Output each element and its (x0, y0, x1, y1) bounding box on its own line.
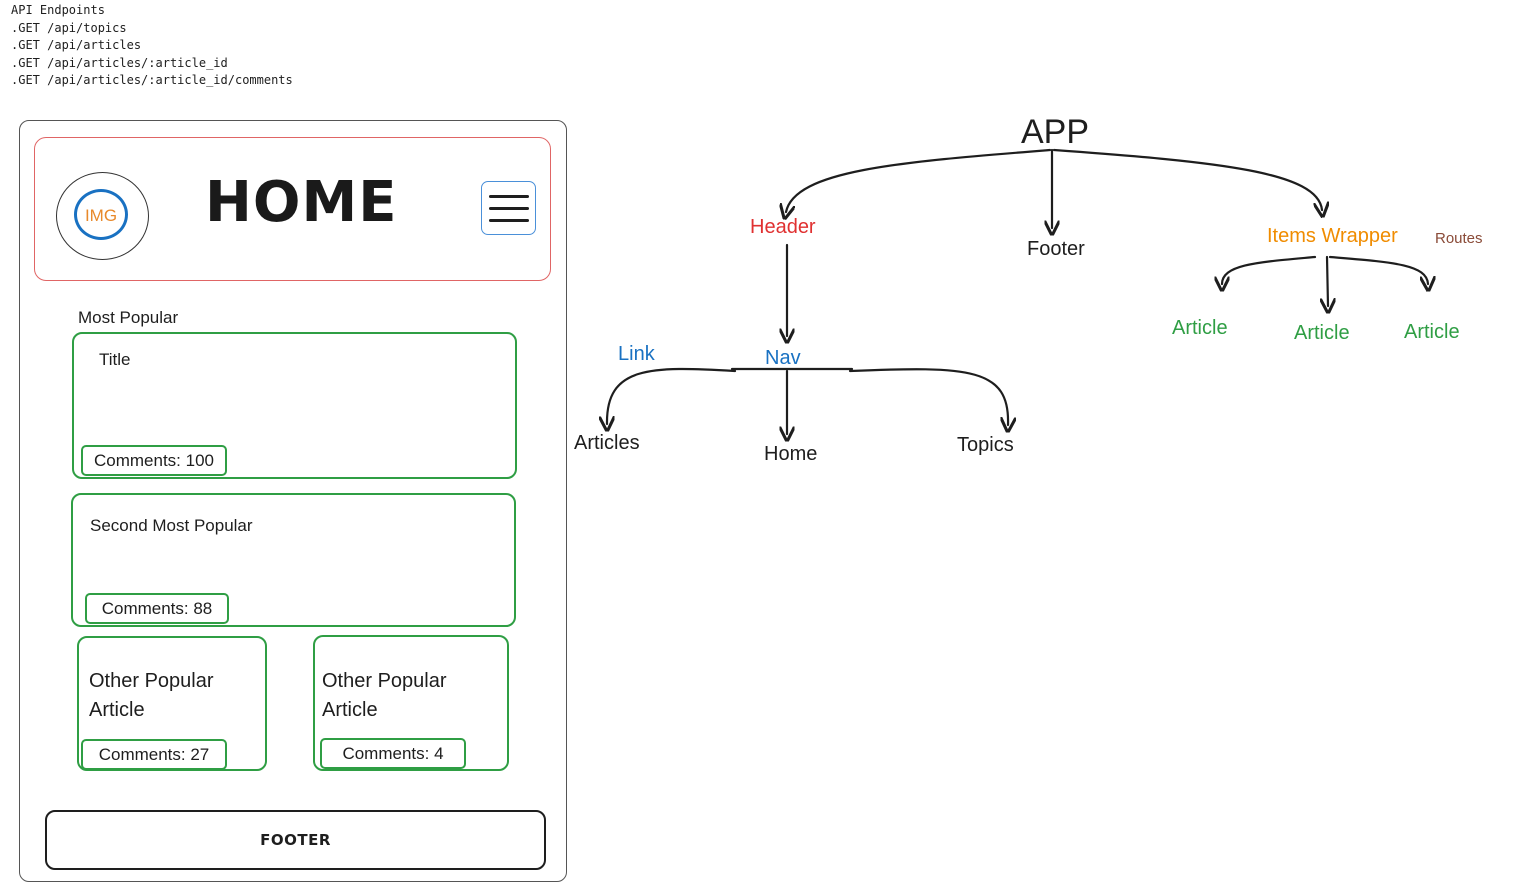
edge-nav-articles (607, 367, 737, 424)
tree-node-footer: Footer (1027, 238, 1085, 260)
phone-frame (19, 120, 567, 882)
card-title: Second Most Popular (90, 516, 253, 535)
avatar[interactable] (74, 189, 128, 240)
api-title: API Endpoints (11, 3, 105, 17)
tree-node-articles: Articles (574, 432, 640, 454)
menu-icon (489, 219, 529, 222)
menu-icon (489, 207, 529, 210)
article-card[interactable] (313, 635, 509, 771)
tree-label-link: Link (618, 343, 655, 365)
footer: FOOTER (45, 810, 546, 870)
api-endpoint: .GET /api/articles/:article_id (11, 55, 228, 70)
article-card[interactable] (77, 636, 267, 771)
edge-wrapper-article-2 (1327, 255, 1328, 306)
card-title: Other Popular Article (322, 670, 447, 721)
article-card[interactable] (72, 332, 517, 479)
edge-nav-topics (848, 368, 1008, 425)
edge-wrapper-article-1 (1222, 255, 1317, 284)
avatar-outer-circle (56, 172, 149, 260)
comments-badge: Comments: 27 (81, 739, 227, 770)
tree-node-items-wrapper: Items Wrapper (1267, 225, 1398, 247)
header-box (34, 137, 551, 281)
edge-wrapper-article-3 (1328, 255, 1428, 284)
comments-badge: Comments: 100 (81, 445, 227, 476)
api-endpoint: .GET /api/topics (11, 20, 127, 35)
comments-badge: Comments: 88 (85, 593, 229, 624)
page-title: HOME (205, 170, 398, 235)
avatar-label: IMG (84, 206, 118, 225)
tree-node-article: Article (1172, 317, 1228, 339)
tree-node-article: Article (1404, 321, 1460, 343)
hamburger-menu-button[interactable] (481, 181, 536, 235)
api-endpoint: .GET /api/articles/:article_id/comments (11, 73, 293, 87)
tree-label-routes: Routes (1435, 230, 1483, 247)
tree-node-header: Header (750, 216, 816, 238)
article-card[interactable] (71, 493, 516, 627)
comments-badge: Comments: 4 (320, 738, 466, 769)
tree-node-nav: Nav (765, 347, 801, 369)
tree-node-app: APP (1021, 113, 1090, 151)
card-title: Other Popular Article (89, 670, 214, 721)
api-endpoint: .GET /api/articles (11, 38, 142, 52)
edge-app-header (786, 148, 1052, 212)
tree-node-article: Article (1294, 322, 1350, 344)
tree-node-topics: Topics (957, 434, 1014, 456)
section-label: Most Popular (78, 308, 179, 327)
card-title: Title (99, 350, 131, 369)
edge-app-wrapper (1052, 148, 1322, 210)
api-endpoints: API Endpoints .GET /api/topics .GET /api/a… (11, 2, 293, 90)
tree-node-home: Home (764, 443, 818, 465)
menu-icon (489, 195, 529, 198)
